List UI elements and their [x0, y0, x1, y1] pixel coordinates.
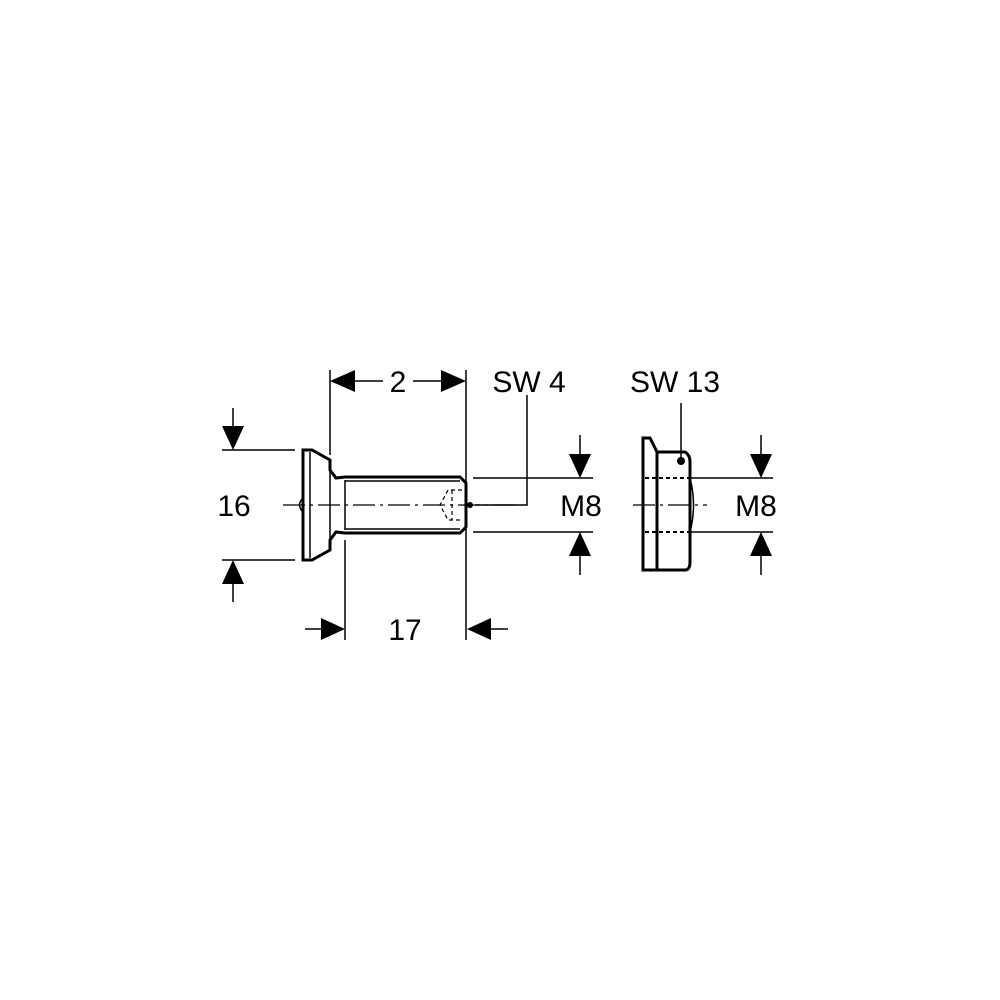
nut-key-size-label: SW 13: [630, 366, 720, 399]
dimension-label-16: 16: [217, 490, 250, 523]
dimension-length-top: 2: [329, 366, 467, 640]
dimension-head-diameter: 16: [217, 408, 295, 602]
nut-thread-dimension: M8: [690, 435, 777, 575]
nut: SW 13: [630, 366, 720, 572]
screw-thread-label: M8: [560, 490, 602, 523]
screw-key-size-label: SW 4: [492, 366, 565, 399]
screw-thread-dimension: M8 SW 4: [473, 366, 602, 575]
dimension-label-17: 17: [388, 614, 421, 647]
dimension-thread-length: 17: [305, 540, 508, 647]
nut-thread-label: M8: [735, 490, 777, 523]
dimension-label-2: 2: [390, 366, 407, 399]
